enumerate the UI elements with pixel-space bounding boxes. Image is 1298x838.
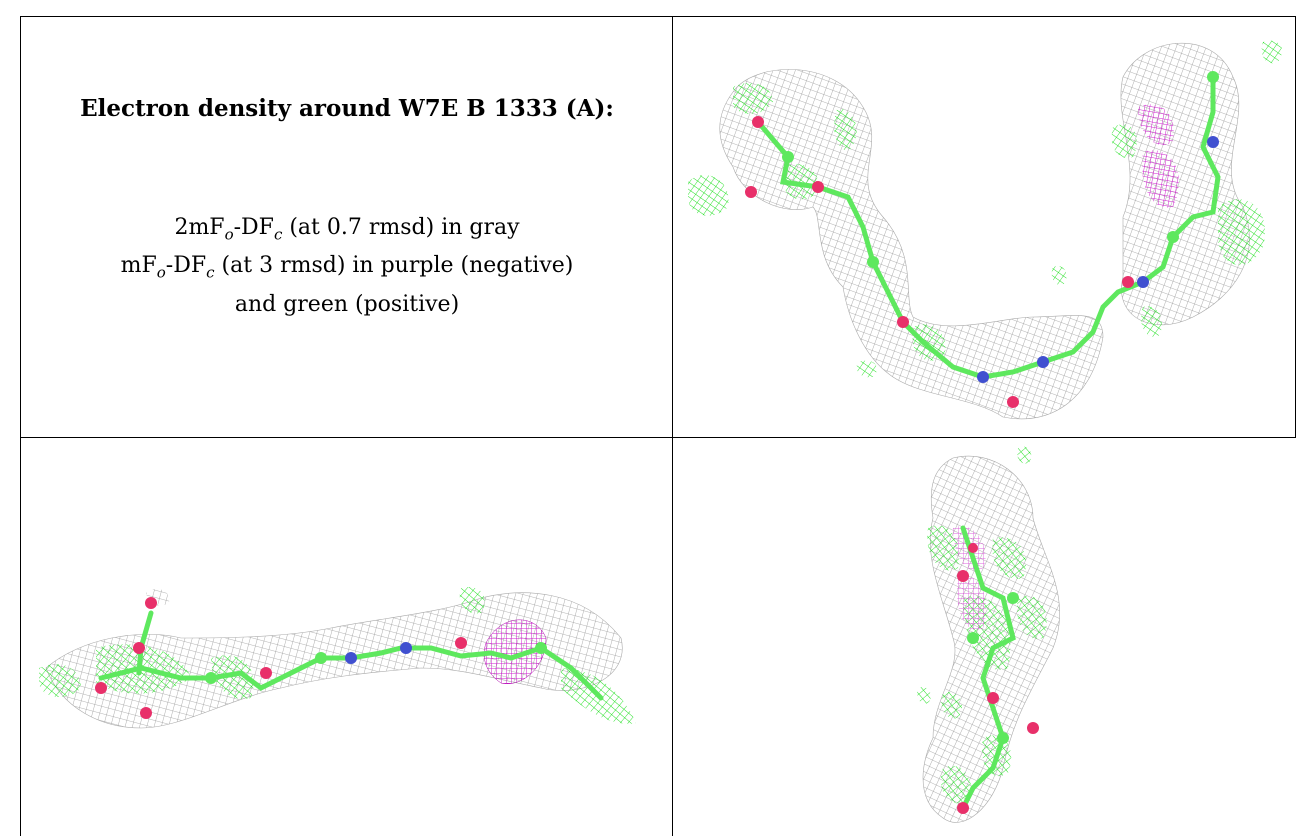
purple-density-mesh bbox=[483, 619, 547, 685]
caption-cell: Electron density around W7E B 1333 (A): … bbox=[21, 17, 672, 437]
density-view-bottom-left bbox=[21, 438, 672, 836]
caption-title: Electron density around W7E B 1333 (A): bbox=[80, 95, 614, 122]
atoms bbox=[957, 543, 1039, 814]
legend-line-2mfo-dfc: 2mFo-DFc (at 0.7 rmsd) in gray bbox=[174, 215, 520, 244]
atoms bbox=[95, 597, 547, 719]
figure-table: Electron density around W7E B 1333 (A): … bbox=[20, 16, 1296, 836]
legend-line-mfo-dfc: mFo-DFc (at 3 rmsd) in purple (negative) bbox=[120, 253, 574, 282]
green-density-mesh bbox=[688, 40, 1283, 378]
legend-line-green: and green (positive) bbox=[234, 291, 460, 317]
table-border-top bbox=[20, 16, 1296, 17]
caption-legend: 2mFo-DFc (at 0.7 rmsd) in gray mFo-DFc (… bbox=[21, 212, 672, 321]
ball-and-stick-model bbox=[960, 525, 1016, 811]
gray-density-mesh bbox=[719, 42, 1250, 420]
table-border-right bbox=[1295, 16, 1296, 437]
purple-density-mesh bbox=[1138, 104, 1179, 208]
density-view-top-right bbox=[673, 17, 1295, 437]
density-view-bottom-right bbox=[673, 438, 1295, 836]
table-border-left bbox=[20, 16, 21, 836]
table-row-divider bbox=[20, 437, 1296, 438]
atoms bbox=[745, 71, 1219, 408]
table-col-divider bbox=[672, 16, 673, 836]
